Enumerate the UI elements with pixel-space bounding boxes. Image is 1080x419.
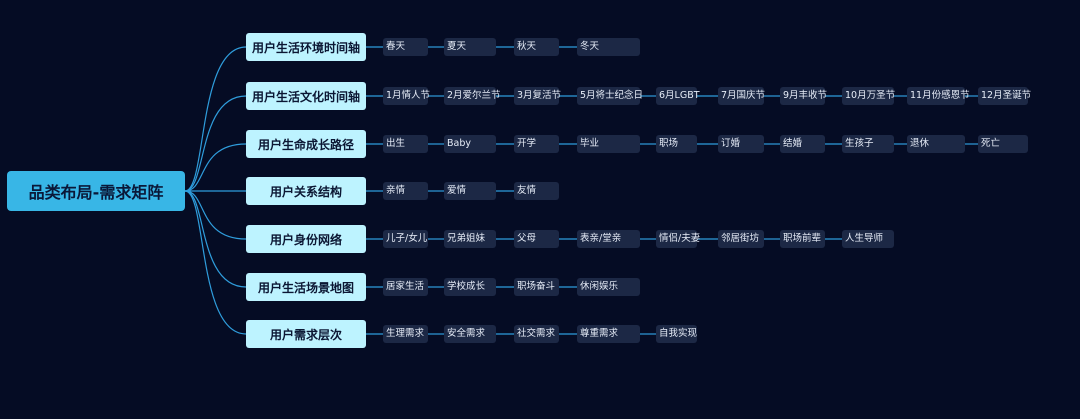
- branch-node[interactable]: 用户身份网络: [246, 225, 366, 253]
- leaf-node[interactable]: 死亡: [978, 135, 1028, 153]
- root-connector: [184, 95, 247, 192]
- leaf-node[interactable]: 亲情: [383, 182, 428, 200]
- root-connector: [184, 190, 247, 288]
- leaf-node[interactable]: 秋天: [514, 38, 559, 56]
- leaf-node[interactable]: 生孩子: [842, 135, 894, 153]
- leaf-node[interactable]: 尊重需求: [577, 325, 640, 343]
- root-connector: [184, 190, 247, 240]
- leaf-node[interactable]: 生理需求: [383, 325, 428, 343]
- leaf-node[interactable]: 社交需求: [514, 325, 559, 343]
- leaf-node[interactable]: 冬天: [577, 38, 640, 56]
- leaf-node[interactable]: 爱情: [444, 182, 496, 200]
- leaf-node[interactable]: 居家生活: [383, 278, 428, 296]
- leaf-node[interactable]: 自我实现: [656, 325, 697, 343]
- leaf-node[interactable]: 2月爱尔兰节: [444, 87, 501, 105]
- leaf-node[interactable]: 安全需求: [444, 325, 496, 343]
- branch-node[interactable]: 用户生活环境时间轴: [246, 33, 366, 61]
- branch-node[interactable]: 用户生命成长路径: [246, 130, 366, 158]
- leaf-node[interactable]: 夏天: [444, 38, 496, 56]
- leaf-node[interactable]: 10月万圣节: [842, 87, 895, 105]
- branch-node[interactable]: 用户需求层次: [246, 320, 366, 348]
- leaf-node[interactable]: 12月圣诞节: [978, 87, 1031, 105]
- root-connector: [184, 46, 247, 192]
- leaf-node[interactable]: 兄弟姐妹: [444, 230, 496, 248]
- leaf-node[interactable]: 情侣/夫妻: [656, 230, 700, 248]
- leaf-node[interactable]: 毕业: [577, 135, 640, 153]
- leaf-node[interactable]: 订婚: [718, 135, 764, 153]
- leaf-node[interactable]: 1月情人节: [383, 87, 430, 105]
- leaf-node[interactable]: 6月LGBT: [656, 87, 700, 105]
- leaf-node[interactable]: 退休: [907, 135, 965, 153]
- leaf-node[interactable]: 学校成长: [444, 278, 496, 296]
- leaf-node[interactable]: 春天: [383, 38, 428, 56]
- leaf-node[interactable]: Baby: [444, 135, 496, 153]
- leaf-node[interactable]: 职场: [656, 135, 697, 153]
- root-connector: [184, 190, 247, 335]
- leaf-node[interactable]: 9月丰收节: [780, 87, 827, 105]
- leaf-node[interactable]: 7月国庆节: [718, 87, 765, 105]
- leaf-node[interactable]: 职场前辈: [780, 230, 825, 248]
- leaf-node[interactable]: 3月复活节: [514, 87, 561, 105]
- leaf-node[interactable]: 邻居街坊: [718, 230, 764, 248]
- root-node[interactable]: 品类布局-需求矩阵: [7, 171, 185, 211]
- leaf-node[interactable]: 5月将士纪念日: [577, 87, 643, 105]
- branch-node[interactable]: 用户生活场景地图: [246, 273, 366, 301]
- leaf-node[interactable]: 休闲娱乐: [577, 278, 640, 296]
- leaf-node[interactable]: 表亲/堂亲: [577, 230, 640, 248]
- leaf-node[interactable]: 结婚: [780, 135, 825, 153]
- leaf-node[interactable]: 出生: [383, 135, 428, 153]
- leaf-node[interactable]: 11月份感恩节: [907, 87, 970, 105]
- leaf-node[interactable]: 儿子/女儿: [383, 230, 428, 248]
- leaf-node[interactable]: 人生导师: [842, 230, 894, 248]
- leaf-node[interactable]: 开学: [514, 135, 559, 153]
- leaf-node[interactable]: 友情: [514, 182, 559, 200]
- leaf-node[interactable]: 父母: [514, 230, 559, 248]
- branch-node[interactable]: 用户关系结构: [246, 177, 366, 205]
- branch-node[interactable]: 用户生活文化时间轴: [246, 82, 366, 110]
- leaf-node[interactable]: 职场奋斗: [514, 278, 559, 296]
- root-connector: [184, 143, 247, 192]
